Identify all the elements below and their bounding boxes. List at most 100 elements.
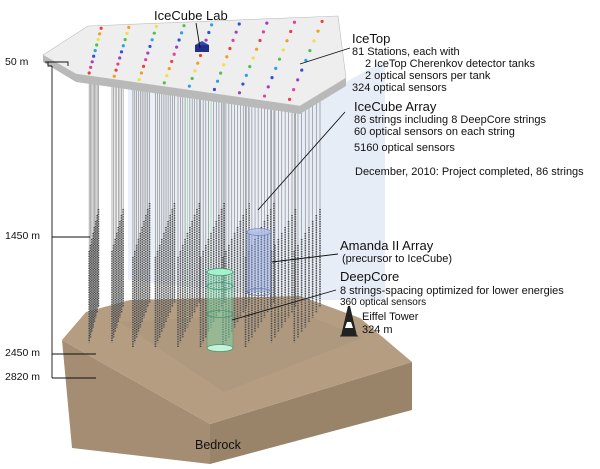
depth-1450m: 1450 m	[5, 230, 41, 242]
icetop-tank	[204, 38, 208, 42]
icetop-tank	[254, 47, 259, 51]
icecube-lab-building	[195, 41, 209, 52]
deepcore-line-1: 8 strings-spacing optimized for lower en…	[340, 285, 564, 297]
icetop-tank	[244, 73, 248, 77]
icetop-tank	[225, 55, 229, 59]
icetop-tanks	[87, 19, 324, 101]
depth-scale	[45, 61, 96, 379]
icetop-tank	[150, 38, 154, 42]
icetop-tank	[116, 62, 120, 66]
icetop-tank	[139, 71, 144, 75]
icetop-tank	[292, 88, 296, 92]
icetop-tank	[177, 38, 181, 42]
icetop-tank	[87, 71, 91, 75]
icetop-line-3: 2 optical sensors per tank	[365, 70, 491, 82]
icetop-tank	[198, 53, 203, 58]
icetop-tank	[210, 23, 214, 27]
icetop-line-1: 81 Stations, each with	[352, 46, 460, 58]
icetop-tank	[167, 66, 171, 71]
icetop-tank	[112, 74, 116, 78]
eiffel-height: 324 m	[362, 324, 393, 336]
icetop-tank	[258, 38, 262, 43]
icecube-lab-label: IceCube Lab	[154, 8, 228, 23]
icetop-tank	[141, 64, 146, 68]
deepcore-title: DeepCore	[340, 269, 400, 284]
icetop-tank	[237, 91, 242, 95]
icetop-tank	[266, 85, 270, 89]
icetop-tank	[248, 65, 252, 69]
icetop-tank	[90, 60, 94, 64]
icetop-tank	[261, 30, 266, 34]
icetop-tank	[190, 76, 194, 81]
icetop-tank	[187, 84, 191, 88]
icetop-tank	[196, 61, 200, 65]
eiffel-title: Eiffel Tower	[362, 311, 419, 323]
icetop-tank	[148, 44, 152, 49]
deepcore-line-2: 360 optical sensors	[340, 297, 427, 308]
icetop-tank	[207, 30, 211, 35]
amanda-subtitle: (precursor to IceCube)	[342, 253, 453, 265]
icetop-tank	[287, 97, 292, 101]
icetop-tank	[251, 56, 255, 60]
icetop-tank	[222, 63, 226, 67]
amanda-cylinder	[246, 228, 272, 296]
icetop-tank	[237, 22, 241, 26]
array-line-2: 60 optical sensors on each string	[354, 126, 515, 138]
depth-2450m: 2450 m	[5, 347, 41, 359]
icetop-tank	[92, 54, 96, 58]
icetop-line-4: 324 optical sensors	[352, 82, 447, 94]
completion-note: December, 2010: Project completed, 86 st…	[355, 166, 584, 178]
icetop-tank	[182, 24, 186, 28]
surface-plate	[42, 15, 347, 114]
icetop-tank	[146, 51, 150, 55]
deepcore-cylinder	[206, 268, 234, 352]
detector-strings	[88, 26, 321, 348]
icetop-tank	[234, 30, 238, 34]
icetop-tank	[137, 77, 141, 82]
icetop-tank	[89, 65, 93, 69]
icetop-tank	[296, 78, 300, 82]
leader-lines	[195, 22, 351, 321]
icetop-tank	[154, 24, 158, 29]
icetop-tank	[121, 44, 125, 48]
icecube-array-title: IceCube Array	[354, 99, 437, 114]
icetop-tank	[123, 38, 127, 42]
icetop-tank	[274, 66, 278, 70]
icetop-tank	[93, 49, 97, 53]
icetop-tank	[285, 39, 289, 43]
icetop-tank	[281, 48, 285, 52]
icetop-tank	[231, 38, 235, 42]
icetop-title: IceTop	[352, 31, 391, 46]
icetop-tank	[312, 39, 316, 43]
icetop-tank	[241, 82, 245, 86]
icetop-tank	[172, 52, 176, 56]
icetop-tank	[165, 74, 169, 78]
icetop-tank	[212, 87, 217, 92]
bedrock-block	[62, 296, 412, 464]
icetop-tank	[215, 79, 220, 83]
icetop-tank	[98, 32, 102, 36]
icetop-tank	[292, 20, 297, 24]
icetop-tank	[162, 81, 166, 85]
depth-2820m: 2820 m	[5, 371, 41, 383]
icetop-tank	[95, 43, 99, 47]
icetop-tank	[219, 71, 223, 75]
icetop-tank	[144, 58, 148, 62]
array-line-1: 86 strings including 8 DeepCore strings	[354, 114, 546, 126]
icetop-tank	[265, 21, 269, 25]
amanda-title: Amanda II Array	[340, 238, 434, 253]
bedrock-label: Bedrock	[195, 438, 241, 452]
icetop-tank	[300, 68, 304, 72]
icetop-tank	[127, 25, 131, 29]
depth-50m: 50 m	[5, 56, 29, 68]
icetop-tank	[270, 76, 274, 80]
icetop-tank	[289, 29, 293, 34]
icetop-tank	[316, 29, 320, 33]
icetop-tank	[262, 94, 267, 98]
icetop-tank	[228, 46, 232, 51]
icetop-tank	[119, 50, 124, 54]
icetop-tank	[193, 69, 197, 73]
icetop-tank	[277, 57, 282, 61]
icetop-tank	[175, 45, 179, 49]
array-line-3: 5160 optical sensors	[354, 142, 455, 154]
